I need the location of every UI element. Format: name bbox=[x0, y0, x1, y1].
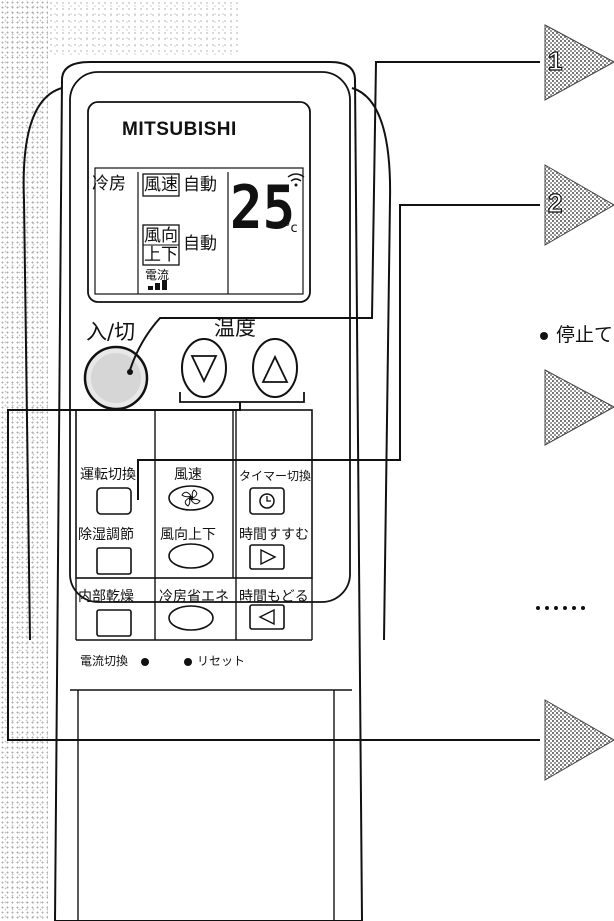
time-forward-button[interactable] bbox=[250, 545, 284, 569]
lcd-fan-value: 自動 bbox=[183, 175, 217, 195]
dehumid-label: 除湿調節 bbox=[78, 527, 134, 543]
vane-label: 風向上下 bbox=[160, 527, 216, 543]
power-label: 入/切 bbox=[86, 320, 136, 344]
time-forward-label: 時間すすむ bbox=[239, 527, 309, 543]
step-2-number: 2 bbox=[547, 188, 563, 218]
cool-eco-button[interactable] bbox=[169, 606, 213, 630]
step-1-arrow bbox=[544, 24, 614, 101]
vane-button[interactable] bbox=[169, 544, 213, 568]
lcd-current-label: 電流 bbox=[145, 268, 170, 282]
lcd-dir-label-2: 上下 bbox=[144, 245, 178, 265]
callout-line-2 bbox=[137, 204, 540, 500]
time-back-label: 時間もどる bbox=[239, 589, 309, 605]
remote-left-edge bbox=[22, 87, 63, 641]
brand-logo: MITSUBISHI bbox=[122, 119, 237, 140]
inner-dry-button[interactable] bbox=[97, 610, 131, 636]
step-1-number: 1 bbox=[547, 46, 563, 76]
current-switch-label: 電流切換 bbox=[80, 654, 129, 668]
dotted-leader bbox=[536, 606, 585, 610]
callout-line-3 bbox=[7, 402, 540, 741]
fan-label-box bbox=[142, 173, 180, 197]
step-2-arrow bbox=[544, 164, 614, 246]
temperature-label: 温度 bbox=[214, 316, 256, 340]
timer-switch-label: タイマー切換 bbox=[239, 469, 312, 483]
temp-down-shape bbox=[181, 338, 227, 398]
lcd-dir-label-1: 風向 bbox=[144, 226, 178, 246]
front-panel bbox=[69, 71, 351, 603]
reset-label: リセット bbox=[197, 654, 246, 668]
lcd-temperature: 25 bbox=[230, 173, 296, 243]
temp-down-button[interactable] bbox=[182, 339, 226, 397]
lcd-unit: °c bbox=[284, 221, 298, 236]
lcd-fan-label: 風速 bbox=[144, 175, 178, 195]
lcd-screen bbox=[87, 101, 311, 303]
cool-eco-label: 冷房省エネ bbox=[159, 589, 229, 605]
signal-icon bbox=[287, 173, 305, 182]
bullet-dot bbox=[540, 332, 548, 340]
temp-up-button[interactable] bbox=[253, 339, 297, 397]
power-button[interactable] bbox=[85, 347, 147, 409]
stop-text-fragment: 停止て bbox=[556, 324, 614, 346]
mode-switch-label: 運転切換 bbox=[80, 467, 136, 483]
fan-speed-label: 風速 bbox=[174, 467, 202, 483]
time-back-button[interactable] bbox=[250, 605, 284, 629]
inner-dry-label: 内部乾燥 bbox=[78, 589, 134, 605]
lcd-dir-value: 自動 bbox=[183, 234, 217, 254]
callout-line-1 bbox=[129, 61, 540, 371]
step-3-arrow bbox=[544, 369, 614, 446]
timer-switch-button[interactable] bbox=[250, 488, 284, 514]
dehumid-button[interactable] bbox=[97, 548, 131, 574]
lcd-mode: 冷房 bbox=[92, 174, 126, 194]
mode-switch-button[interactable] bbox=[97, 488, 131, 514]
remote-right-edge bbox=[351, 87, 392, 641]
fan-speed-button[interactable] bbox=[169, 486, 213, 510]
step-4-arrow bbox=[544, 699, 614, 781]
background-texture-top bbox=[48, 0, 238, 56]
lcd-inner bbox=[94, 167, 304, 295]
